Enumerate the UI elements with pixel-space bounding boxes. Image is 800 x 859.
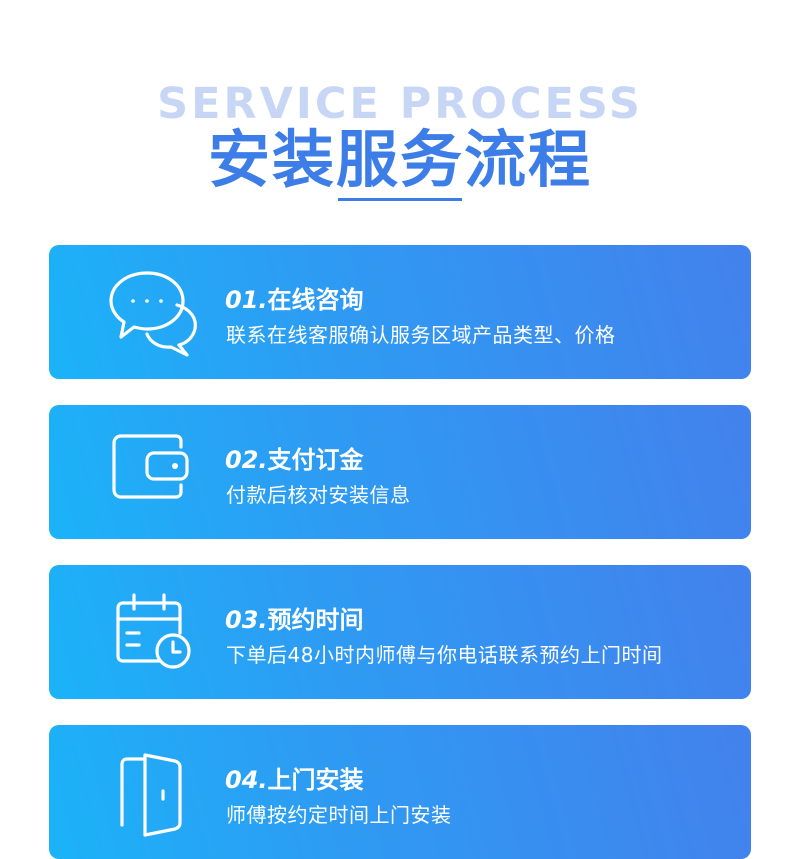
step-number: 04. (225, 766, 268, 794)
calendar-clock-icon (109, 587, 205, 677)
door-icon (109, 747, 205, 837)
step-card-consult: 01.在线咨询 联系在线客服确认服务区域产品类型、价格 (49, 245, 751, 379)
step-title: 04.上门安装 (225, 765, 364, 795)
step-card-deposit: 02.支付订金 付款后核对安装信息 (49, 405, 751, 539)
page-header: SERVICE PROCESS 安装服务流程 (0, 0, 800, 230)
step-title-text: 上门安装 (267, 766, 364, 794)
step-number: 02. (225, 446, 268, 474)
chat-bubbles-icon (109, 267, 205, 357)
page-title: 安装服务流程 (207, 123, 592, 196)
step-title: 02.支付订金 (225, 445, 364, 475)
step-description: 师傅按约定时间上门安装 (226, 803, 452, 827)
english-subtitle: SERVICE PROCESS (157, 79, 643, 129)
step-description: 下单后48小时内师傅与你电话联系预约上门时间 (226, 643, 663, 667)
step-card-install: 04.上门安装 师傅按约定时间上门安装 (49, 725, 751, 859)
step-title: 03.预约时间 (225, 605, 364, 635)
step-number: 03. (225, 606, 268, 634)
step-title: 01.在线咨询 (225, 285, 364, 315)
step-title-text: 支付订金 (267, 446, 364, 474)
wallet-icon (109, 427, 205, 517)
step-title-text: 预约时间 (267, 606, 364, 634)
step-description: 联系在线客服确认服务区域产品类型、价格 (226, 323, 616, 347)
step-number: 01. (225, 286, 268, 314)
step-card-schedule: 03.预约时间 下单后48小时内师傅与你电话联系预约上门时间 (49, 565, 751, 699)
title-underline (338, 198, 462, 201)
step-description: 付款后核对安装信息 (226, 483, 411, 507)
step-title-text: 在线咨询 (267, 286, 364, 314)
